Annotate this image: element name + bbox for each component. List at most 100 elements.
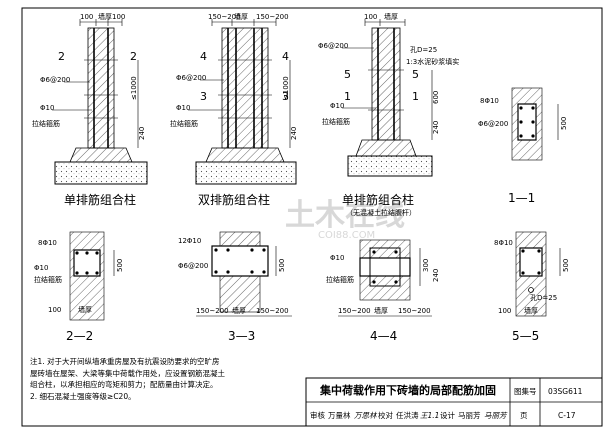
dim-side-height: 240	[290, 127, 298, 140]
dim: 500	[562, 259, 570, 272]
section-mark-2b: 2	[130, 50, 137, 63]
caption: 4—4	[370, 329, 397, 343]
bar-label: 8Φ10	[480, 97, 499, 105]
bar-label: Φ10	[40, 104, 54, 112]
section-mark-3b: 3	[282, 90, 289, 103]
reviewer-signature: 万思林	[354, 411, 378, 420]
caption: 单排筋组合柱	[64, 192, 136, 207]
dim-bottom-wall: 墙厚	[232, 306, 246, 315]
note-line: 注1. 对于大开间纵墙承重房屋及有抗震设防要求的空旷房	[30, 357, 220, 366]
bar-label: 12Φ10	[178, 237, 201, 245]
section-mark-5: 5	[344, 68, 351, 81]
caption: 5—5	[512, 329, 539, 343]
page-label: 页	[520, 411, 528, 420]
section-2-2: 500 8Φ10 Φ10 拉结箍筋 100 墙厚 2—2	[34, 231, 124, 343]
dim-left: 100	[498, 307, 511, 315]
bar-label: 8Φ10	[494, 239, 513, 247]
caption: 单排筋组合柱	[342, 192, 414, 207]
section-1-1: 500 8Φ10 Φ6@200 1—1	[478, 87, 568, 205]
dim-bottom-left: 150~200	[196, 307, 229, 315]
section-mark-2: 2	[58, 50, 65, 63]
dim-top-left: 100	[80, 13, 93, 21]
checker-signature: 王1.1	[420, 411, 439, 420]
dim-left: 100	[48, 306, 61, 314]
title-block: 集中荷载作用下砖墙的局部配筋加固 图集号 03SG611 审核 万量林 万思林 …	[305, 377, 603, 427]
notes: 注1. 对于大开间纵墙承重房屋及有抗震设防要求的空旷房 屋砖墙在屋架、大梁等集中…	[30, 356, 300, 402]
caption-sub: （无混凝土拉结腹杆）	[346, 208, 416, 217]
bar-label: Φ10	[330, 102, 344, 110]
review-label: 审核	[310, 410, 325, 420]
dim-bottom-wall: 墙厚	[374, 306, 388, 315]
dim: 500	[278, 259, 286, 272]
section-mark-4: 4	[200, 50, 207, 63]
dim-bottom-right: 150~200	[398, 307, 431, 315]
svg-text:土木在线: 土木在线	[285, 198, 405, 233]
bar-label: Φ10	[330, 254, 344, 262]
tie-label: Φ6@200	[478, 120, 508, 128]
atlas-label: 图集号	[514, 386, 537, 396]
dim-side-spacing: ≤1000	[130, 76, 138, 100]
dim: 500	[116, 259, 124, 272]
reviewer-name: 万量林	[328, 410, 351, 420]
designer-name: 马丽芳	[458, 410, 481, 420]
section-mark-1: 1	[344, 90, 351, 103]
detail-single-row-column: 100 墙厚 100 2 2 Φ6@200 Φ10 拉结箍筋 ≤1000 240…	[32, 12, 148, 207]
checker-name: 任洪涛	[396, 410, 419, 420]
hole-label: 孔D=25	[410, 46, 437, 54]
bar-label: 8Φ10	[38, 239, 57, 247]
detail-single-row-no-web: 100 墙厚 5 5 1 1 Φ6@200 Φ10 拉结箍筋 孔D=25 1:3…	[318, 12, 459, 217]
dim-top-wall: 墙厚	[98, 12, 112, 21]
dim-top-right: 150~200	[256, 13, 289, 21]
dim-side-spacing: 600	[432, 91, 440, 104]
caption: 双排筋组合柱	[198, 192, 270, 207]
caption: 2—2	[66, 329, 93, 343]
dim-right-1: 300	[422, 259, 430, 272]
dim-top-right: 100	[112, 13, 125, 21]
dim-top-left: 150~200	[208, 13, 241, 21]
page-number: C-17	[558, 411, 576, 420]
check-label: 校对	[378, 410, 393, 420]
bar-label-2: Φ10	[34, 264, 48, 272]
section-3-3: 500 12Φ10 Φ6@200 150~200 墙厚 150~200 3—3	[178, 231, 292, 343]
mortar-label: 1:3水泥砂浆填实	[406, 57, 459, 66]
tie-label: Φ6@200	[176, 74, 206, 82]
note-line: 组合柱，以承担相应的弯矩和剪力；配筋量由计算决定。	[30, 380, 218, 389]
dim-right-2: 240	[432, 269, 440, 282]
section-mark-1b: 1	[412, 90, 419, 103]
tie-note: 拉结箍筋	[170, 119, 198, 128]
wall-label: 墙厚	[524, 306, 538, 315]
note-line: 屋砖墙在屋架、大梁等集中荷载作用处，应设置钢筋混凝土	[30, 368, 225, 378]
hole-label: 孔D=25	[530, 294, 557, 302]
dim-top-left: 100	[364, 13, 377, 21]
tie-note: 拉结箍筋	[32, 119, 60, 128]
dim-side-height: 240	[432, 121, 440, 134]
section-4-4: 300 240 Φ10 拉结箍筋 150~200 墙厚 150~200 4—4	[326, 239, 440, 343]
atlas-number: 03SG611	[548, 387, 583, 396]
note-line: 2. 细石混凝土强度等级≥C20。	[30, 391, 136, 401]
drawing-title: 集中荷载作用下砖墙的局部配筋加固	[319, 383, 496, 397]
caption: 3—3	[228, 329, 255, 343]
design-label: 设计	[440, 410, 455, 420]
dim-bottom-right: 150~200	[256, 307, 289, 315]
section-mark-3: 3	[200, 90, 207, 103]
dim-top-wall: 墙厚	[234, 12, 248, 21]
section-5-5: 500 8Φ10 孔D=25 100 墙厚 5—5	[494, 231, 570, 343]
dim: 500	[560, 117, 568, 130]
tie-label: Φ6@200	[40, 76, 70, 84]
detail-double-row-column: 150~200 墙厚 150~200 4 4 3 3 Φ6@200 Φ10 拉结…	[170, 12, 298, 207]
dim-side-height: 240	[138, 127, 146, 140]
dim-side-spacing: ≤1000	[282, 76, 290, 100]
wall-label: 墙厚	[78, 305, 92, 314]
section-mark-4b: 4	[282, 50, 289, 63]
designer-signature: 马丽芳	[484, 411, 508, 420]
tie-label: Φ6@200	[318, 42, 348, 50]
section-mark-5b: 5	[412, 68, 419, 81]
bar-label: Φ10	[176, 104, 190, 112]
tie-note: 拉结箍筋	[322, 117, 350, 126]
tie-label: 拉结箍筋	[326, 275, 354, 284]
watermark: 土木在线 COI88.COM	[285, 198, 405, 241]
dim-top-wall: 墙厚	[384, 12, 398, 21]
caption: 1—1	[508, 191, 535, 205]
tie-label: 拉结箍筋	[34, 275, 62, 284]
